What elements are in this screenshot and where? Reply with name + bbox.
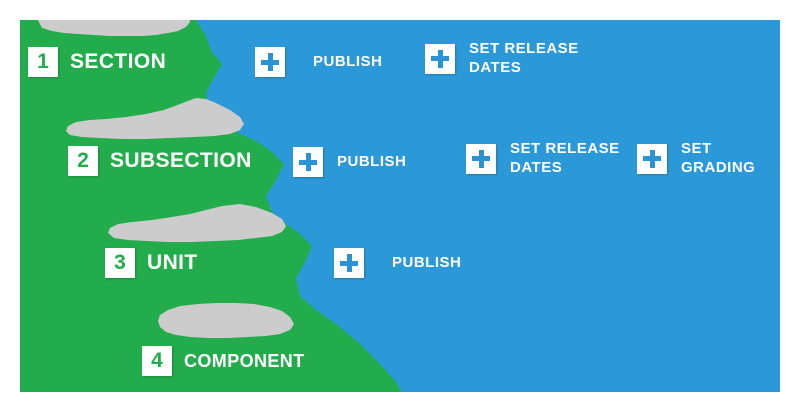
action-label: PUBLISH — [337, 152, 407, 170]
level-number-badge-3: 3 — [105, 248, 135, 278]
plus-icon — [334, 248, 364, 278]
grey-blob-1 — [66, 98, 244, 139]
grey-blob-2 — [108, 204, 286, 242]
action-label: SET RELEASE DATES — [469, 40, 579, 76]
level-row-3: 3 UNIT — [105, 248, 198, 278]
level-name-3: UNIT — [147, 251, 198, 274]
action-publish-subsection[interactable]: PUBLISH — [293, 147, 406, 177]
plus-icon — [637, 143, 667, 174]
level-number-badge-2: 2 — [68, 146, 98, 176]
hierarchy-label-section[interactable]: 1 SECTION — [28, 47, 166, 77]
action-label: SET GRADING — [681, 140, 756, 176]
level-name-1: SECTION — [70, 50, 167, 73]
grey-blob-3 — [158, 303, 294, 338]
hierarchy-label-subsection[interactable]: 2 SUBSECTION — [68, 146, 252, 176]
level-name-4: COMPONENT — [184, 350, 305, 371]
level-name-2: SUBSECTION — [110, 149, 252, 172]
hierarchy-label-component[interactable]: 4 COMPONENT — [142, 346, 305, 376]
plus-icon — [425, 43, 455, 74]
action-set-release-dates-section[interactable]: SET RELEASE DATES — [425, 40, 579, 78]
level-row-1: 1 SECTION — [28, 47, 166, 77]
level-number-badge-1: 1 — [28, 47, 58, 77]
level-row-4: 4 COMPONENT — [142, 346, 305, 376]
action-label: SET RELEASE DATES — [510, 140, 620, 176]
plus-icon — [293, 147, 323, 177]
action-label: PUBLISH — [313, 52, 383, 70]
action-label: PUBLISH — [392, 253, 462, 271]
plus-icon — [466, 143, 496, 174]
plus-icon — [255, 47, 285, 77]
level-row-2: 2 SUBSECTION — [68, 146, 252, 176]
action-set-grading-subsection[interactable]: SET GRADING — [637, 140, 755, 178]
action-set-release-dates-subsection[interactable]: SET RELEASE DATES — [466, 140, 620, 178]
action-publish-section[interactable]: PUBLISH — [255, 47, 382, 77]
hierarchy-label-unit[interactable]: 3 UNIT — [105, 248, 198, 278]
action-publish-unit[interactable]: PUBLISH — [334, 248, 461, 278]
green-region — [20, 20, 402, 392]
grey-blob-top — [38, 20, 190, 36]
level-number-badge-4: 4 — [142, 346, 172, 376]
